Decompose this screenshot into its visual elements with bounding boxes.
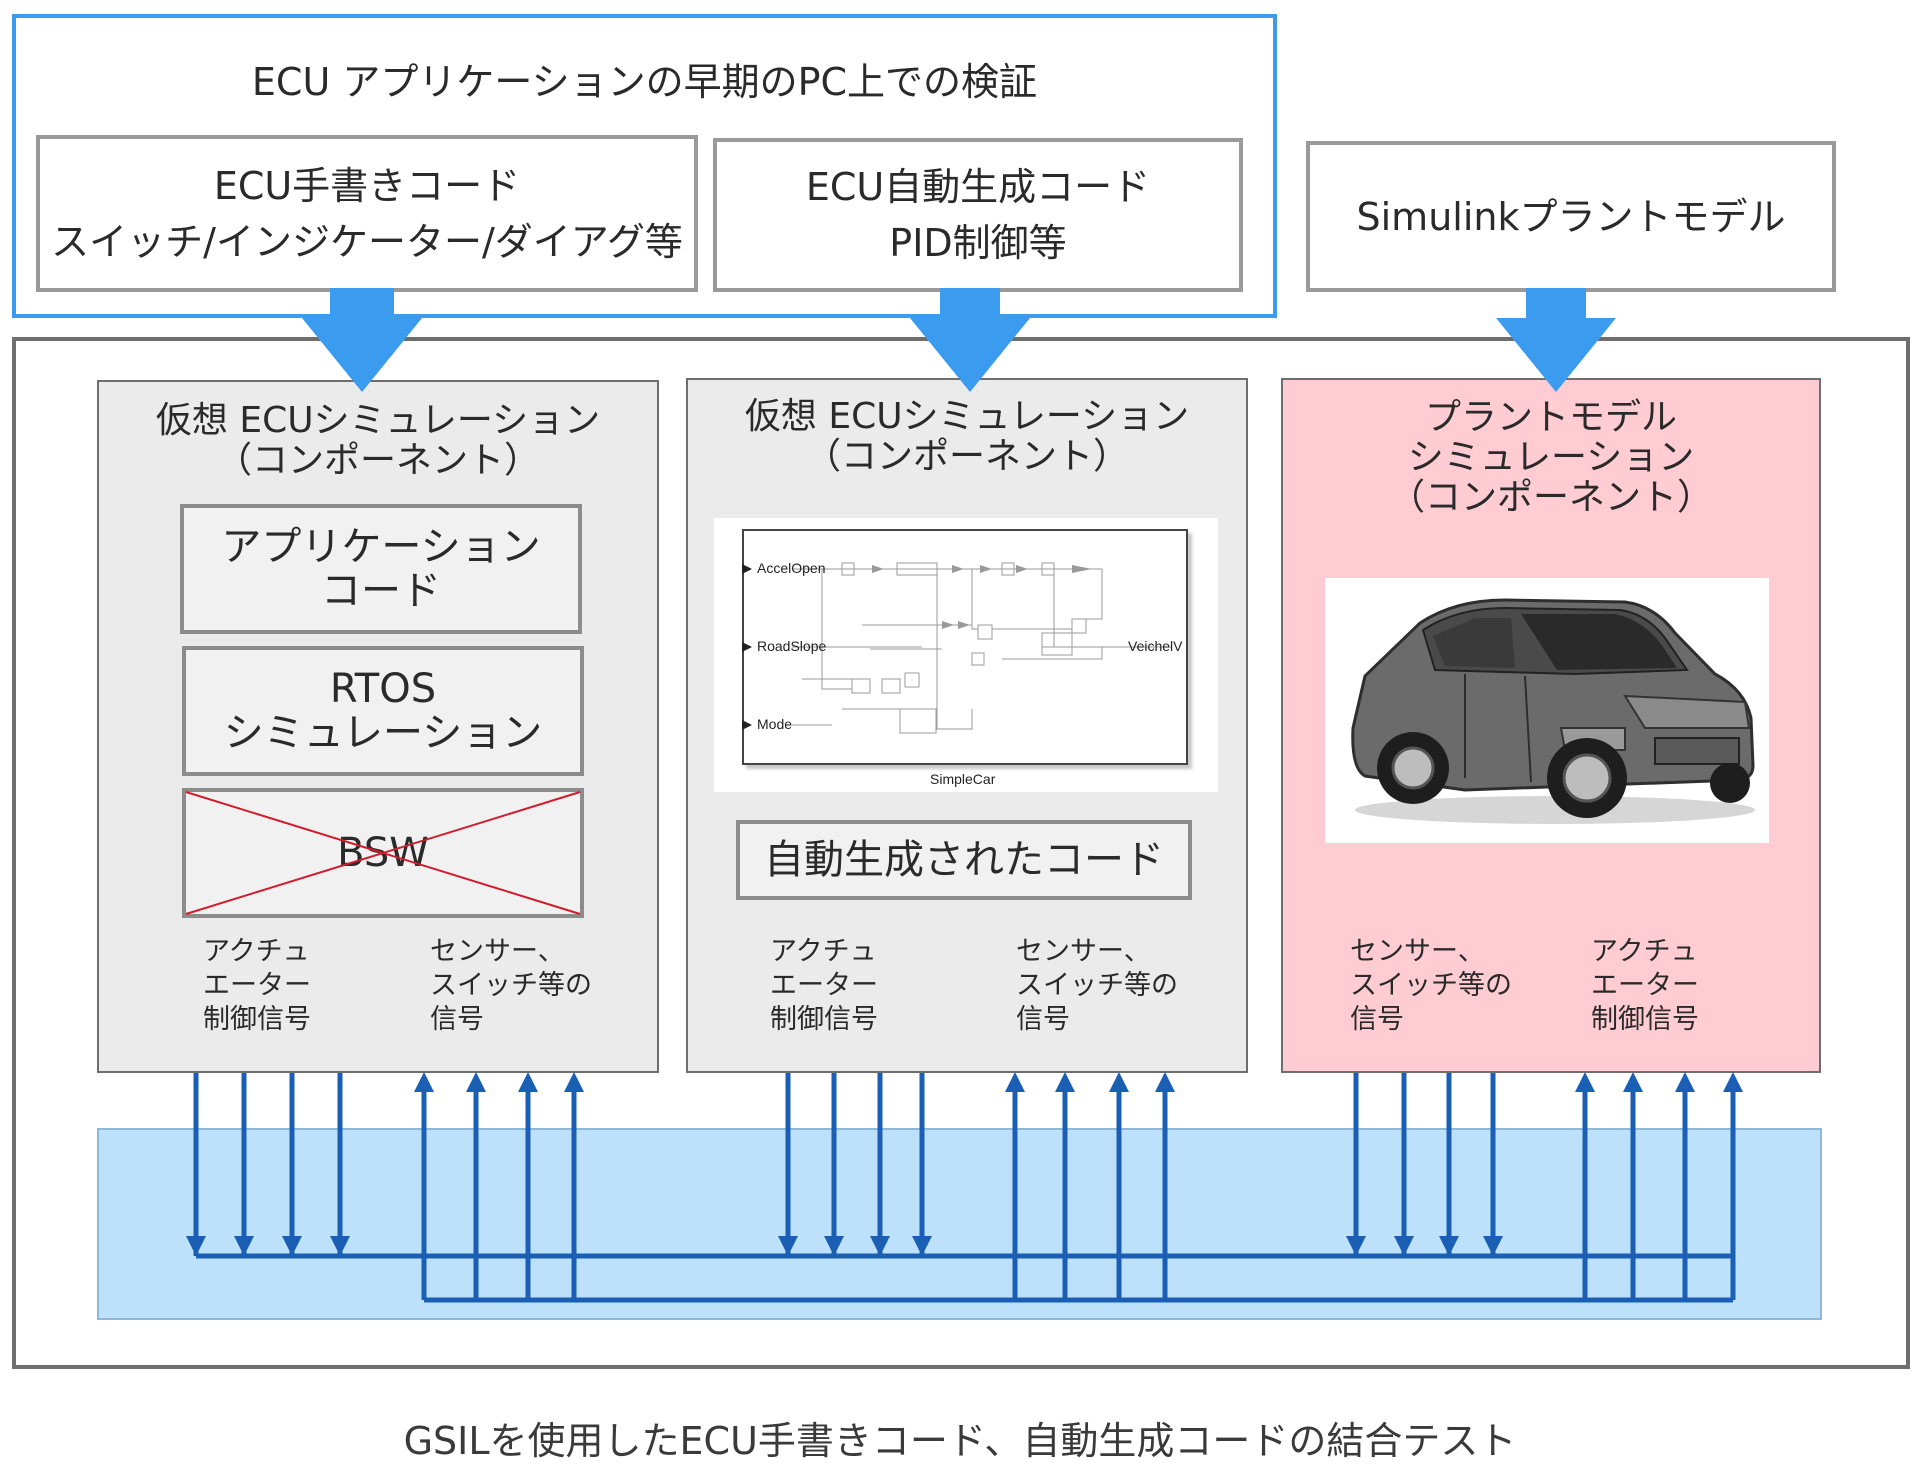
component2-title: 仮想 ECUシミュレーション （コンポーネント） [686, 394, 1248, 480]
car-image [1325, 578, 1769, 843]
signal-arrowheads [186, 1072, 1743, 1256]
autogen-code-line2: PID制御等 [889, 221, 1067, 265]
handwritten-code-line1: ECU手書きコード [213, 163, 521, 208]
generated-code-label: 自動生成されたコード [764, 837, 1164, 883]
component3-title: プラントモデル シミュレーション （コンポーネント） [1281, 398, 1821, 518]
bsw-box: BSW [182, 788, 584, 918]
handwritten-code-line2: スイッチ/インジケーター/ダイアグ等 [51, 219, 683, 264]
component1-title-line1: 仮想 ECUシミュレーション [155, 400, 601, 441]
component3-signal-left-label: センサー、 スイッチ等の 信号 [1350, 936, 1512, 1035]
simulink-internal-wiring [742, 562, 1172, 734]
arrow-autogen-to-component2 [910, 288, 1030, 392]
handwritten-code-box: ECU手書きコード スイッチ/インジケーター/ダイアグ等 [36, 135, 698, 292]
simulink-block-name: SimpleCar [930, 771, 996, 787]
top-group-frame [12, 14, 1277, 318]
signal-bus-area [97, 1128, 1822, 1320]
rtos-line1: RTOS [329, 666, 437, 712]
component2-title-line1: 仮想 ECUシミュレーション [744, 396, 1190, 437]
component-input-arrows [302, 288, 1616, 392]
application-code-line2: コード [321, 568, 441, 614]
simulink-input-roadslope: RoadSlope [757, 638, 827, 654]
component1-signal-left-label: アクチュ エーター 制御信号 [203, 936, 311, 1035]
car-icon [1351, 598, 1755, 824]
simulink-input-accelopen: AccelOpen [757, 560, 826, 576]
component3-title-line1: プラントモデル [1424, 397, 1677, 438]
component3-signal-right-label: アクチュ エーター 制御信号 [1591, 936, 1699, 1035]
generated-code-box: 自動生成されたコード [736, 820, 1192, 900]
component1-title: 仮想 ECUシミュレーション （コンポーネント） [97, 398, 659, 484]
simulink-input-mode: Mode [757, 716, 793, 732]
plant-model-top-label: Simulinkプラントモデル [1356, 194, 1786, 239]
autogen-code-box: ECU自動生成コード PID制御等 [713, 138, 1243, 292]
arrow-plant-to-component3 [1496, 288, 1616, 392]
top-group-title: ECU アプリケーションの早期のPC上での検証 [251, 59, 1038, 104]
signal-bus-lines [193, 1073, 1736, 1303]
rtos-simulation-box: RTOS シミュレーション [182, 646, 584, 776]
autogen-code-line1: ECU自動生成コード [805, 165, 1151, 209]
component3-title-line2: シミュレーション [1407, 437, 1695, 478]
bsw-cross-icon [185, 791, 581, 915]
component3-title-line3: （コンポーネント） [1388, 477, 1713, 518]
rtos-line2: シミュレーション [223, 710, 543, 756]
component2-signal-left-label: アクチュ エーター 制御信号 [770, 936, 878, 1035]
component1-signal-right-label: センサー、 スイッチ等の 信号 [430, 936, 592, 1035]
application-code-line1: アプリケーション [221, 524, 541, 570]
arrow-handwritten-to-component1 [302, 288, 422, 392]
component2-signal-right-label: センサー、 スイッチ等の 信号 [1016, 936, 1178, 1035]
application-code-box: アプリケーション コード [180, 504, 582, 634]
simulink-output-veichelv: VeichelV [1128, 638, 1183, 654]
figure-caption: GSILを使用したECU手書きコード、自動生成コードの結合テスト [403, 1418, 1517, 1463]
component1-title-line2: （コンポーネント） [215, 440, 540, 481]
component2-title-line2: （コンポーネント） [804, 436, 1129, 477]
